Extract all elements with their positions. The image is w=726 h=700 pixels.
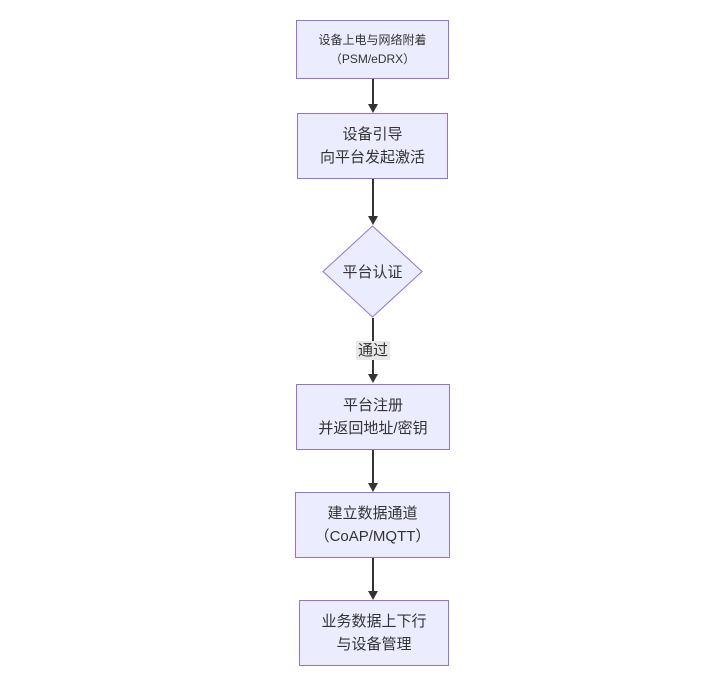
diamond-shape — [322, 225, 423, 318]
arrowhead-icon — [367, 104, 378, 113]
node-label-line: 并返回地址/密钥 — [318, 420, 428, 437]
arrowhead-icon — [367, 483, 378, 492]
node-label-line: 建立数据通道 — [327, 505, 418, 522]
node-platform-register: 平台注册 并返回地址/密钥 — [296, 384, 450, 450]
node-label-line: 业务数据上下行 — [321, 613, 427, 630]
node-label-line: 平台认证 — [342, 264, 403, 281]
edge-label-pass: 通过 — [355, 341, 391, 360]
node-label-line: 设备引导 — [342, 126, 403, 143]
node-label-line: 平台注册 — [342, 397, 403, 414]
decision-platform-auth: 平台认证 — [322, 225, 423, 318]
node-device-bootstrap: 设备引导 向平台发起激活 — [297, 113, 448, 179]
node-power-on-network-attach: 设备上电与网络附着 （PSM/eDRX） — [296, 20, 449, 79]
node-label-line: （CoAP/MQTT） — [314, 528, 431, 545]
arrowhead-icon — [367, 374, 378, 383]
edge-line — [372, 558, 374, 593]
edge-line — [372, 450, 374, 485]
node-label-line: （PSM/eDRX） — [329, 51, 416, 66]
edge-line — [372, 79, 374, 106]
node-label-line: 向平台发起激活 — [319, 149, 425, 166]
node-business-data-device-mgmt: 业务数据上下行 与设备管理 — [299, 600, 449, 666]
arrowhead-icon — [367, 591, 378, 600]
node-label-line: 设备上电与网络附着 — [318, 32, 427, 47]
edge-line — [372, 179, 374, 218]
node-data-channel: 建立数据通道 （CoAP/MQTT） — [295, 492, 450, 558]
node-label-line: 与设备管理 — [336, 636, 412, 653]
arrowhead-icon — [367, 216, 378, 225]
